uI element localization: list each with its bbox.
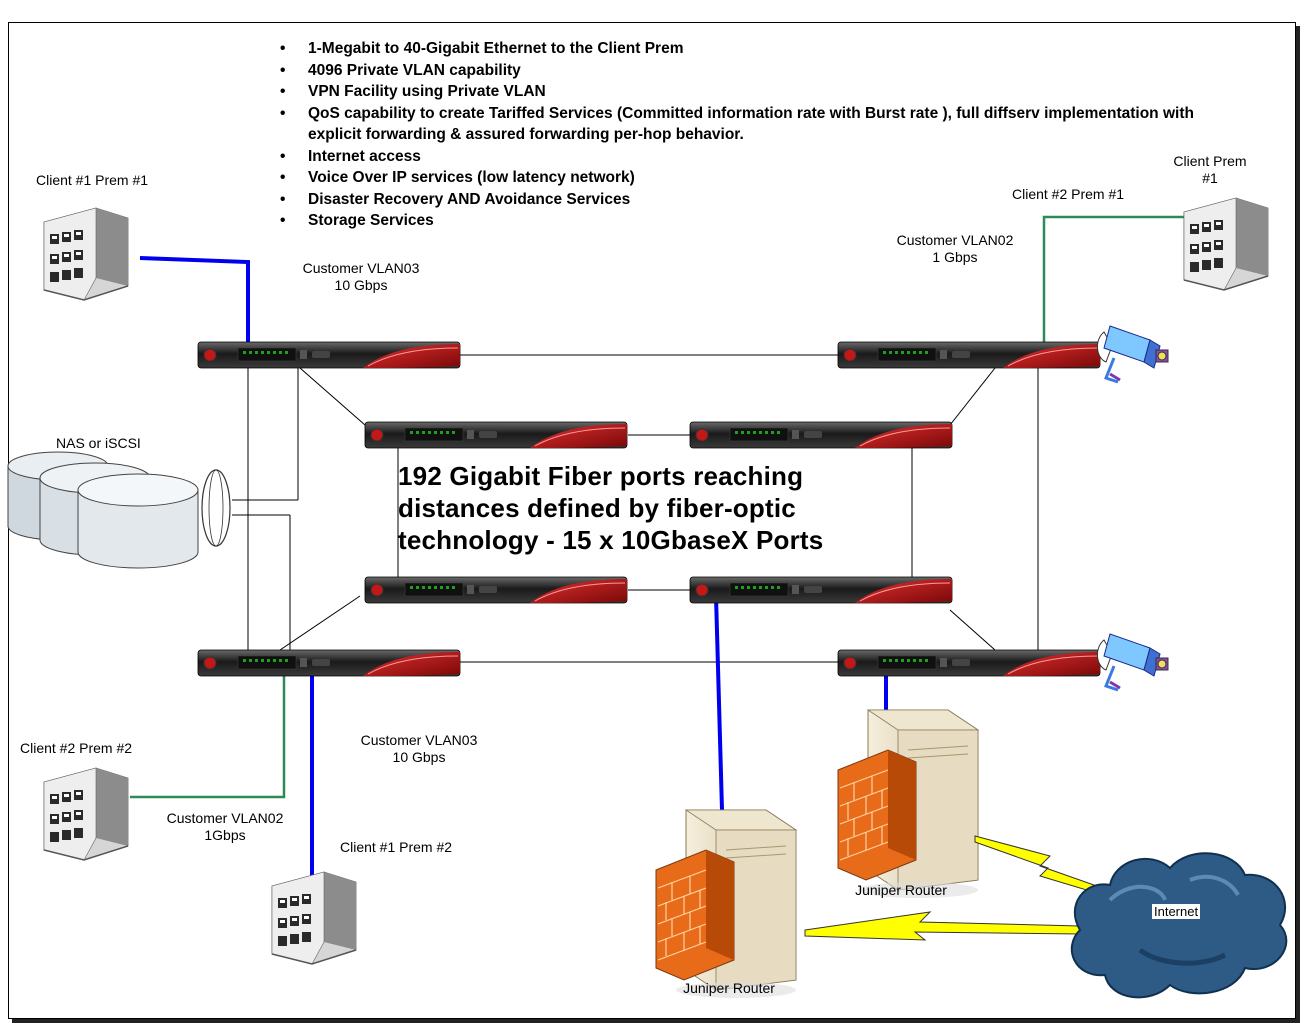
headline-line: 192 Gigabit Fiber ports reaching	[398, 461, 804, 491]
switch-icon	[197, 341, 461, 369]
building-icon	[271, 871, 357, 965]
feature-item: Voice Over IP services (low latency netw…	[280, 167, 1208, 189]
label-vlan03-top: Customer VLAN03 10 Gbps	[302, 260, 420, 293]
label-juniper-router-right: Juniper Router	[855, 882, 947, 898]
cloud-icon	[1070, 852, 1288, 999]
switch-icon	[364, 421, 628, 449]
label-client-prem: Client Prem #1	[1173, 153, 1247, 186]
label-client2-prem2: Client #2 Prem #2	[20, 740, 133, 756]
router-firewall-icon	[837, 709, 979, 899]
label-vlan02-top: Customer VLAN02 1 Gbps	[896, 232, 1014, 265]
label-juniper-router-bottom: Juniper Router	[683, 980, 775, 996]
camera-icon	[1095, 324, 1170, 384]
label-client1-prem1: Client #1 Prem #1	[36, 172, 149, 188]
feature-item: Storage Services	[280, 210, 1208, 232]
feature-list: 1-Megabit to 40-Gigabit Ethernet to the …	[280, 38, 1208, 232]
label-vlan03-bottom: Customer VLAN03 10 Gbps	[360, 732, 478, 765]
switch-icon	[837, 649, 1101, 677]
switch-icon	[837, 341, 1101, 369]
switch-icon	[364, 576, 628, 604]
headline: 192 Gigabit Fiber ports reaching distanc…	[398, 460, 823, 556]
headline-line: technology - 15 x 10GbaseX Ports	[398, 525, 824, 555]
building-icon	[43, 767, 129, 861]
feature-item: Disaster Recovery AND Avoidance Services	[280, 189, 1208, 211]
label-internet: Internet	[1152, 904, 1201, 919]
router-firewall-icon	[655, 809, 797, 999]
backbone-links	[232, 354, 1039, 663]
building-icon	[43, 207, 129, 301]
headline-line: distances defined by fiber-optic	[398, 493, 796, 523]
label-nas: NAS or iSCSI	[56, 435, 141, 451]
switch-icon	[689, 421, 953, 449]
feature-item: 4096 Private VLAN capability	[280, 60, 1208, 82]
feature-item: 1-Megabit to 40-Gigabit Ethernet to the …	[280, 38, 1208, 60]
feature-item: QoS capability to create Tariffed Servic…	[280, 103, 1208, 146]
feature-item: Internet access	[280, 146, 1208, 168]
camera-icon	[1095, 632, 1170, 692]
storage-array-icon	[7, 451, 231, 569]
label-client1-prem2: Client #1 Prem #2	[340, 839, 453, 855]
switch-icon	[689, 576, 953, 604]
feature-item: VPN Facility using Private VLAN	[280, 81, 1208, 103]
label-vlan02-bottom: Customer VLAN02 1Gbps	[166, 810, 284, 843]
label-client2-prem1: Client #2 Prem #1	[1012, 186, 1125, 202]
switch-icon	[197, 649, 461, 677]
